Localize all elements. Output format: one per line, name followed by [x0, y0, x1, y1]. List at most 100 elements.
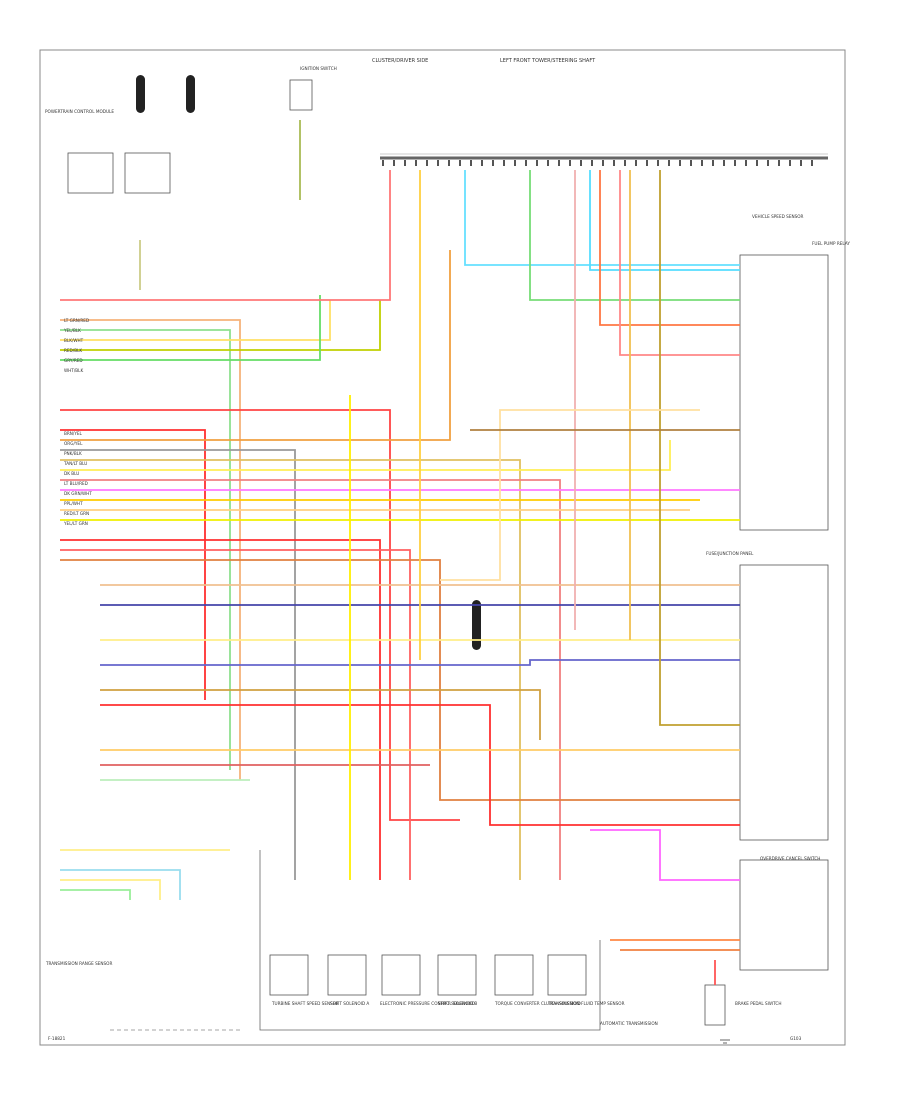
wire-color-label: LT GRN/RED — [64, 318, 89, 323]
wire — [60, 329, 231, 770]
wire — [60, 879, 161, 900]
wire-color-label: BRN/YEL — [64, 431, 83, 436]
wire — [529, 170, 740, 301]
wire — [60, 549, 411, 880]
connector-pin — [492, 160, 494, 166]
wire — [440, 409, 700, 581]
wire — [60, 170, 391, 301]
connector-pin — [635, 160, 637, 166]
wire — [60, 459, 521, 880]
wire — [60, 539, 381, 880]
connector-pin — [470, 160, 472, 166]
wire-color-label: BLK/WHT — [64, 338, 84, 343]
connector-pin — [679, 160, 681, 166]
wire-color-label: DK GRN/WHT — [64, 491, 92, 496]
wire — [619, 170, 740, 356]
connector-pin — [668, 160, 670, 166]
fuel-pump-label: FUEL PUMP RELAY — [812, 241, 850, 246]
shift-b-label: SHIFT SOLENOID B — [438, 1001, 477, 1006]
wire — [100, 689, 541, 740]
connector-pin — [514, 160, 516, 166]
wire — [589, 170, 740, 271]
wire — [60, 300, 331, 341]
wire — [60, 479, 561, 880]
wire-color-label: YEL/LT GRN — [63, 521, 88, 526]
wire — [60, 869, 181, 900]
connector-pin — [723, 160, 725, 166]
wire-color-label: LT BLU/RED — [64, 481, 88, 486]
wire — [590, 829, 740, 881]
brake-switch-label: BRAKE PEDAL SWITCH — [735, 1001, 781, 1006]
wire — [60, 300, 381, 351]
fuse-icon — [186, 75, 195, 113]
tss-label: TURBINE SHAFT SPEED SENSOR — [271, 1001, 339, 1006]
wire — [60, 409, 460, 821]
wire — [100, 704, 740, 826]
connector-pin — [591, 160, 593, 166]
connector-pin — [503, 160, 505, 166]
connector-pin — [712, 160, 714, 166]
connector-pin — [448, 160, 450, 166]
connector-pin — [800, 160, 802, 166]
splice-icon — [472, 600, 481, 650]
wire — [464, 170, 740, 266]
ignition-label: IGNITION SWITCH — [300, 66, 337, 71]
tcc-label: TORQUE CONVERTER CLUTCH SOLENOID — [494, 1001, 581, 1006]
connector-pin — [602, 160, 604, 166]
connector-pin — [745, 160, 747, 166]
connector-pin — [404, 160, 406, 166]
wire — [60, 889, 131, 900]
wire-color-label: RED/BLK — [64, 348, 82, 353]
wire — [60, 429, 206, 700]
connector-pin — [646, 160, 648, 166]
connector-pin — [734, 160, 736, 166]
diagram-frame — [39, 49, 846, 1046]
relay-box — [739, 254, 829, 531]
connector-pin — [701, 160, 703, 166]
wire-color-label: WHT/BLK — [64, 368, 83, 373]
connector-pin — [558, 160, 560, 166]
connector-pin — [569, 160, 571, 166]
fuse-icon — [136, 75, 145, 113]
top-label-cluster: CLUSTER/DRIVER SIDE — [372, 58, 428, 64]
connector-pin — [426, 160, 428, 166]
wire-color-label: GRY/RED — [64, 358, 83, 363]
wire — [60, 319, 241, 780]
connector-pin — [624, 160, 626, 166]
connector-pin — [536, 160, 538, 166]
connector-pin — [778, 160, 780, 166]
wire-color-label: PNK/BLK — [64, 451, 82, 456]
ground-label: G103 — [790, 1036, 802, 1041]
connector-pin — [767, 160, 769, 166]
fuse-junction-label: FUSE/JUNCTION PANEL — [706, 551, 754, 556]
wire-color-label: TAN/LT BLU — [63, 461, 87, 466]
trans-fluid-label: TRANSMISSION FLUID TEMP SENSOR — [547, 1001, 625, 1006]
connector-pin — [789, 160, 791, 166]
auto-trans-label: AUTOMATIC TRANSMISSION — [600, 1021, 658, 1026]
connector-pin — [382, 160, 384, 166]
connector-pin — [393, 160, 395, 166]
wire — [659, 170, 740, 726]
wire-color-label: RED/LT GRN — [64, 511, 89, 516]
page-ref: F-18821 — [48, 1036, 66, 1041]
speedo-label: VEHICLE SPEED SENSOR — [752, 214, 804, 219]
connector-pin — [481, 160, 483, 166]
wire — [60, 440, 671, 471]
wire — [60, 449, 296, 880]
connector-pin — [547, 160, 549, 166]
connector-pin — [756, 160, 758, 166]
overdrive-label: OVERDRIVE CANCEL SWITCH — [760, 856, 820, 861]
connector-pin — [580, 160, 582, 166]
connector-pin — [657, 160, 659, 166]
connector-pin — [459, 160, 461, 166]
wire-color-label: ORG/YEL — [64, 441, 83, 446]
wire-color-label: YEL/BLK — [63, 328, 81, 333]
wire-color-label: PPL/WHT — [64, 501, 83, 506]
tr-sensor-label: TRANSMISSION RANGE SENSOR — [45, 961, 112, 966]
wire — [599, 170, 740, 326]
connector-pin — [690, 160, 692, 166]
wire — [60, 559, 740, 801]
pcm-label: POWERTRAIN CONTROL MODULE — [45, 109, 114, 114]
